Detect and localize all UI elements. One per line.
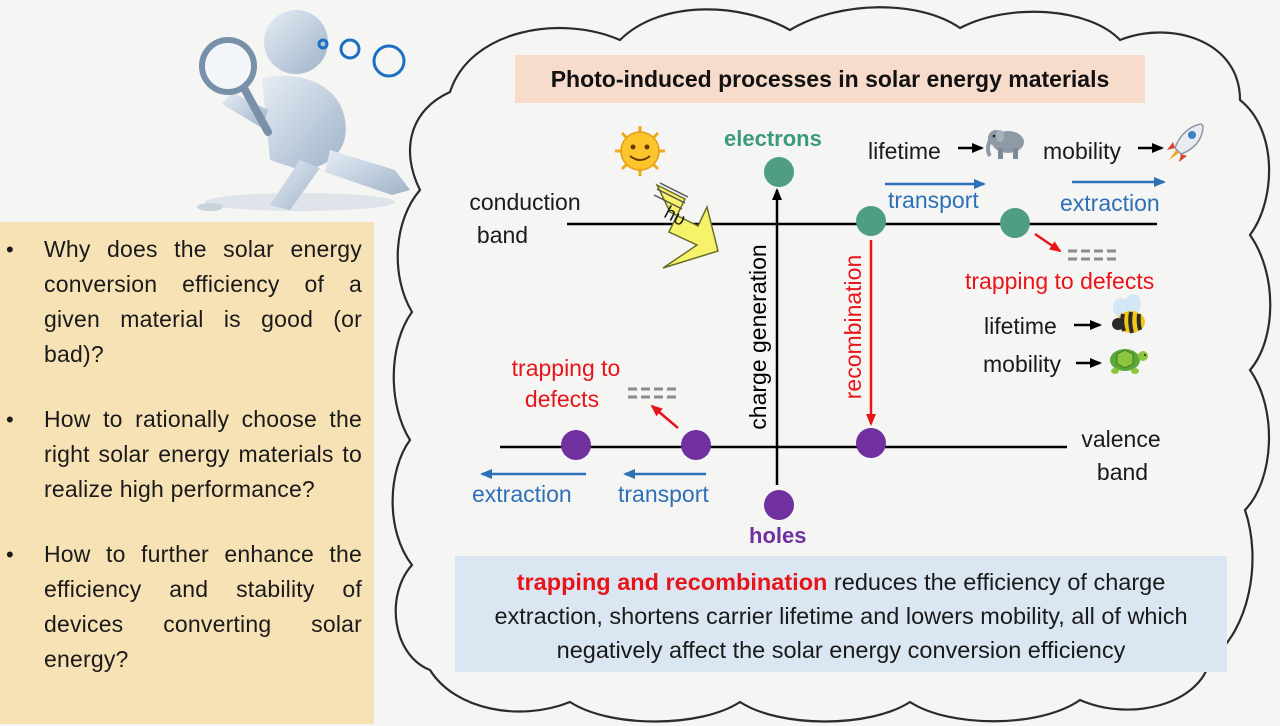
defect-levels-top [1068,249,1118,261]
trapping-label-top: trapping to defects [965,268,1155,294]
trapping-label-bottom-line1: trapping to [511,355,621,381]
turtle-icon [1110,349,1148,374]
electron-dot-transport [1000,208,1030,238]
trapping-arrow-bottom [650,404,679,429]
electrons-label: electrons [724,126,822,151]
elephant-icon [986,130,1024,159]
mobility-label-top: mobility [1043,138,1121,164]
lifetime-label-top: lifetime [868,138,941,164]
question-item: How to rationally choose the right solar… [0,402,362,507]
cloud-outline [391,6,1272,723]
sun-icon [615,126,665,176]
question-item: Why does the solar energy conversion eff… [0,232,362,372]
hole-dot-source [764,490,794,520]
mobility-label-bottom: mobility [983,351,1061,377]
hole-dot-transport [681,430,711,460]
extraction-label-bottom: extraction [472,481,572,507]
trapping-label-bottom: trapping to defects [496,355,636,412]
question-item: How to further enhance the efficiency an… [0,537,362,677]
photon-arrow [655,183,719,269]
recombination-label: recombination [840,254,866,400]
property-arrows [958,143,1164,368]
summary-highlight: trapping and recombination [516,569,828,595]
holes-label: holes [749,523,807,548]
defect-levels-bottom [628,387,680,399]
charge-generation-label: charge generation [745,244,771,430]
extraction-label-top: extraction [1060,190,1160,216]
conduction-band-label-line1: conduction [469,189,581,215]
transport-label-top: transport [888,187,979,213]
diagram-title: Photo-induced processes in solar energy … [515,55,1145,103]
valence-band-label-line2: band [1096,459,1149,485]
transport-label-bottom: transport [618,481,709,507]
photon-stripes [653,182,689,210]
trapping-label-bottom-line2: defects [524,386,600,412]
bee-icon [1112,294,1145,334]
rocket-icon [1167,123,1204,162]
hole-dot-extraction [561,430,591,460]
electron-dot-source [764,157,794,187]
summary-text: reduces the efficiency of charge extract… [494,569,1188,663]
hole-dot-band [856,428,886,458]
detective-figure [197,10,410,211]
electron-dot-band [856,206,886,236]
conduction-band-label: conduction band [460,189,590,248]
valence-band-label-line1: valence [1081,426,1161,452]
conduction-band-label-line2: band [476,222,529,248]
question-list: Why does the solar energy conversion eff… [0,222,374,677]
trapping-arrow-top [1034,232,1062,253]
valence-band-label: valence band [1068,426,1174,485]
lifetime-label-bottom: lifetime [984,313,1057,339]
summary-box: trapping and recombination reduces the e… [455,556,1227,672]
question-panel: Why does the solar energy conversion eff… [0,222,374,724]
